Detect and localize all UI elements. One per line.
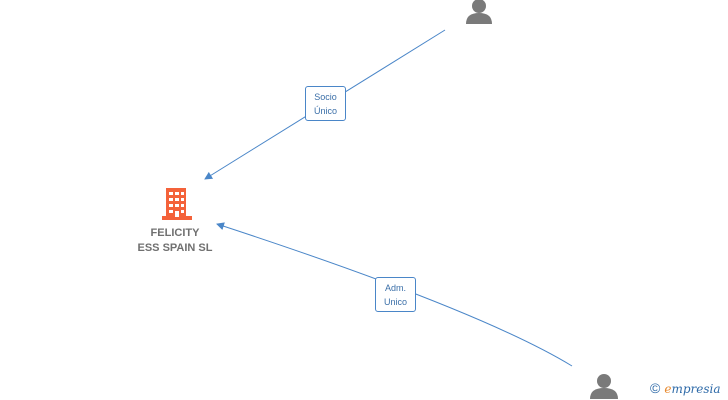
copyright-symbol: © <box>650 380 661 396</box>
person-icon[interactable] <box>590 374 618 399</box>
edge-label-line1: Adm. <box>384 283 406 293</box>
edge-label-adm-unico[interactable]: Adm. Unico <box>375 277 416 312</box>
edge-label-line2: Único <box>313 106 337 116</box>
building-icon[interactable] <box>162 188 192 220</box>
company-name-line1: FELICITY <box>150 227 200 239</box>
edge-label-socio-unico[interactable]: Socio Único <box>305 86 346 121</box>
brand-initial: e <box>664 382 672 396</box>
brand-name: mpresia <box>671 382 721 396</box>
company-name[interactable]: FELICITY ESS SPAIN SL <box>110 226 240 256</box>
edge-label-line2: Unico <box>383 297 407 307</box>
company-name-line2: ESS SPAIN SL <box>137 242 213 254</box>
empresia-watermark: ©empresia <box>650 380 721 396</box>
person-icon[interactable] <box>466 0 492 24</box>
edge-line-adm <box>216 222 573 367</box>
edge-label-line1: Socio <box>314 92 337 102</box>
